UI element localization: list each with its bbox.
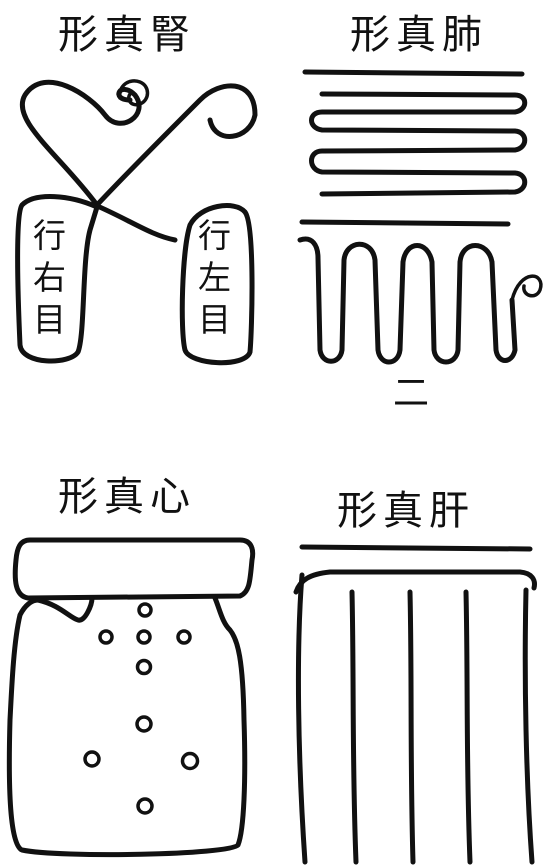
heart-title: 形真心 (58, 474, 196, 520)
lung-title: 形真肺 (350, 12, 488, 58)
kidney-panel: 形真腎 行 右 目 行 左 目 (15, 12, 258, 366)
kidney-right-label-3: 目 (33, 300, 66, 339)
liver-top-stroke (299, 544, 533, 552)
kidney-title: 形真腎 (58, 12, 196, 58)
heart-aperture-9 (136, 797, 154, 815)
heart-aperture-3 (136, 629, 152, 645)
heart-aperture-2 (98, 629, 114, 645)
heart-aperture-4 (176, 629, 192, 645)
lung-lobes (297, 219, 518, 365)
kidney-left-lobe (179, 203, 255, 366)
heart-body (6, 595, 248, 858)
heart-aperture-1 (137, 602, 153, 618)
liver-panel: 形真肝 (293, 488, 537, 865)
liver-crown (293, 569, 537, 595)
kidney-upper-loop (92, 202, 178, 243)
lung-panel: 形真肺 (297, 12, 543, 365)
kidney-right-label-1: 行 (33, 216, 66, 255)
liver-leaf-1 (349, 589, 359, 865)
heart-aperture-7 (83, 750, 101, 768)
kidney-right-label-2: 右 (33, 258, 66, 297)
kidney-right-lobe (15, 194, 100, 364)
heart-aperture-6 (135, 715, 153, 733)
liver-outer-right-leaf (522, 587, 535, 865)
page-number: 二 (393, 373, 429, 414)
kidney-left-label-3: 目 (198, 300, 231, 339)
liver-title: 形真肝 (337, 488, 475, 534)
heart-aperture-5 (135, 658, 153, 676)
lung-curl (510, 274, 543, 302)
kidney-crossing-cord (19, 79, 258, 208)
liver-leaf-2 (407, 589, 416, 865)
heart-top-bar (12, 537, 256, 601)
kidney-spiral (118, 79, 150, 107)
liver-outer-left-leaf (295, 572, 308, 865)
lung-top-stroke (302, 69, 525, 77)
heart-aperture-8 (180, 751, 200, 771)
heart-panel: 形真心 (6, 474, 256, 858)
liver-leaf-3 (463, 589, 473, 865)
kidney-left-label-2: 左 (198, 258, 231, 297)
kidney-left-label-1: 行 (198, 216, 231, 255)
lung-serpentine (309, 91, 528, 197)
